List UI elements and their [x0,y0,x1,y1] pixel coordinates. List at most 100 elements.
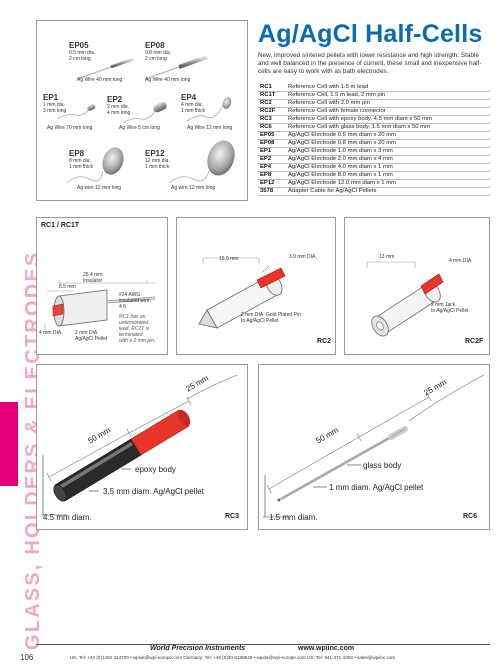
spec-description: Reference Cell with 1.5 m lead [286,84,490,93]
spec-code: EP08 [258,139,286,149]
spec-code: EP1 [258,147,286,157]
rc6-label: RC6 [463,513,478,520]
spec-code: RC1T [258,91,286,101]
rc3-panel: 25 mm 50 mm epoxy body 3.5 mm diam. Ag/A… [36,364,248,530]
spec-description: Ag/AgCl Electrode 8.0 mm diam x 1 mm [286,171,490,181]
spec-code: EP2 [258,155,286,165]
section-tab [0,402,18,486]
rc1-pellet: 2 mm DIA.Ag/AgCl Pellet [75,330,108,342]
intro-paragraph: New, improved sintered pellets with lowe… [258,52,482,76]
spec-code: RC2 [258,99,286,109]
rc2-label: RC2 [317,338,332,345]
ep4-wire: Ag Wire 12 mm long [187,125,233,131]
ep2-label: EP2 2 mm dia.4 mm long [107,95,131,116]
ep8-wire: Ag wire 12 mm long [77,185,122,191]
spec-code: EP12 [258,179,286,189]
spec-code: RC3 [258,115,286,125]
page-title: Ag/AgCl Half-Cells [258,20,483,48]
rc2f-label: RC2F [465,338,484,345]
ep1-wire: Ag Wire 70 mm long [47,125,93,131]
footer-rule [36,644,490,645]
ep4-label: EP4 4 mm dia.1 mm thick [181,93,206,114]
rc6-panel: 25 mm 50 mm glass body 1 mm diam. Ag/AgC… [258,364,490,530]
electrodes-illustration [56,55,235,184]
spec-description: Reference Cell with glass body, 1.5 mm d… [286,123,490,133]
ep08-label: EP08 0.8 mm dia.2 cm long [145,41,172,62]
rc2-dim-length: 15.9 mm [219,256,239,262]
footer-company: World Precision Instruments [150,645,246,652]
rc3-label: RC3 [225,513,240,520]
spec-description: Ag/AgCl Electrode 4.0 mm diam x 1 mm [286,163,490,173]
ep05-wire: Ag Wire 40 mm long [77,77,123,83]
rc6-body-label: glass body [363,461,402,470]
spec-description: Adapter Cable for Ag/AgCl Pellets [286,187,490,197]
rc2f-illustration [366,261,444,337]
rc3-illustration [41,374,238,516]
spec-code: EP05 [258,131,286,141]
spec-code: 3578 [258,187,286,197]
page-number: 106 [20,653,34,662]
rc6-pellet-label: 1 mm diam. Ag/AgCl pellet [329,483,424,492]
spec-code: EP8 [258,171,286,181]
rc2-panel: 15.9 mm 3.9 mm DIA. 2 mm DIA. Gold Plate… [176,217,336,355]
rc1-illustration [44,280,156,330]
spec-description: Reference Cell with 2.0 mm pin [286,99,490,109]
spec-description: Ag/AgCl Electrode 1.0 mm diam x 3 mm [286,147,490,157]
spec-description: Reference Cell, 1.5 m lead, 2 mm pin [286,91,490,101]
spec-description: Ag/AgCl Electrode 0.5 mm diam x 20 mm [286,131,490,141]
spec-code: RC2F [258,107,286,117]
ep12-label: EP12 12 mm dia.1 mm thick [145,149,170,170]
spec-code: EP4 [258,163,286,173]
ep1-label: EP1 1 mm dia.3 mm long [43,93,67,114]
rc1-dim-85: 8.5 mm [59,284,76,290]
spec-code: RC1 [258,84,286,93]
ep05-label: EP05 0.5 mm dia.2 cm long [69,41,96,62]
spec-code: RC6 [258,123,286,133]
rc1-dia: 4 mm DIA. [39,330,63,336]
spec-description: Ag/AgCl Electrode 0.8 mm diam x 20 mm [286,139,490,149]
rc2f-dim-dia: 4 mm DIA. [449,258,473,264]
footer-url[interactable]: www.wpiinc.com [298,645,355,652]
footer-contact: UK: Tel: +44 (0)1462 424700 • wpiuk@wpi-… [70,655,396,660]
rc2f-dim-length: 13 mm [379,254,395,260]
rc2-dim-dia: 3.9 mm DIA. [289,254,317,260]
spec-description: Reference Cell with female connector [286,107,490,117]
rc3-pellet-label: 3.5 mm diam. Ag/AgCl pellet [103,487,204,496]
spec-description: Ag/AgCl Electrode 2.0 mm diam x 4 mm [286,155,490,165]
rc3-body-label: epoxy body [135,465,176,474]
spec-description: Reference Cell with epoxy body, 4.5 mm d… [286,115,490,125]
rc6-illustration [263,374,485,518]
rc1-title: RC1 / RC1T [41,222,80,229]
rc2-illustration [198,257,286,329]
ep8-label: EP8 8 mm dia.1 mm thick [69,149,94,170]
ep08-wire: Ag Wire 40 mm long [145,77,191,83]
ep12-wire: Ag wire 12 mm long [171,185,216,191]
spec-description: Ag/AgCl Electrode 12.0 mm diam x 1 mm [286,179,490,189]
ep2-wire: Ag Wire 5 cm long [119,125,160,131]
rc3-dia-label: 4.5 mm diam. [43,513,92,522]
rc6-dia-label: 1.5 mm diam. [269,513,318,522]
electrodes-panel: EP05 0.5 mm dia.2 cm long Ag Wire 40 mm … [36,20,248,201]
